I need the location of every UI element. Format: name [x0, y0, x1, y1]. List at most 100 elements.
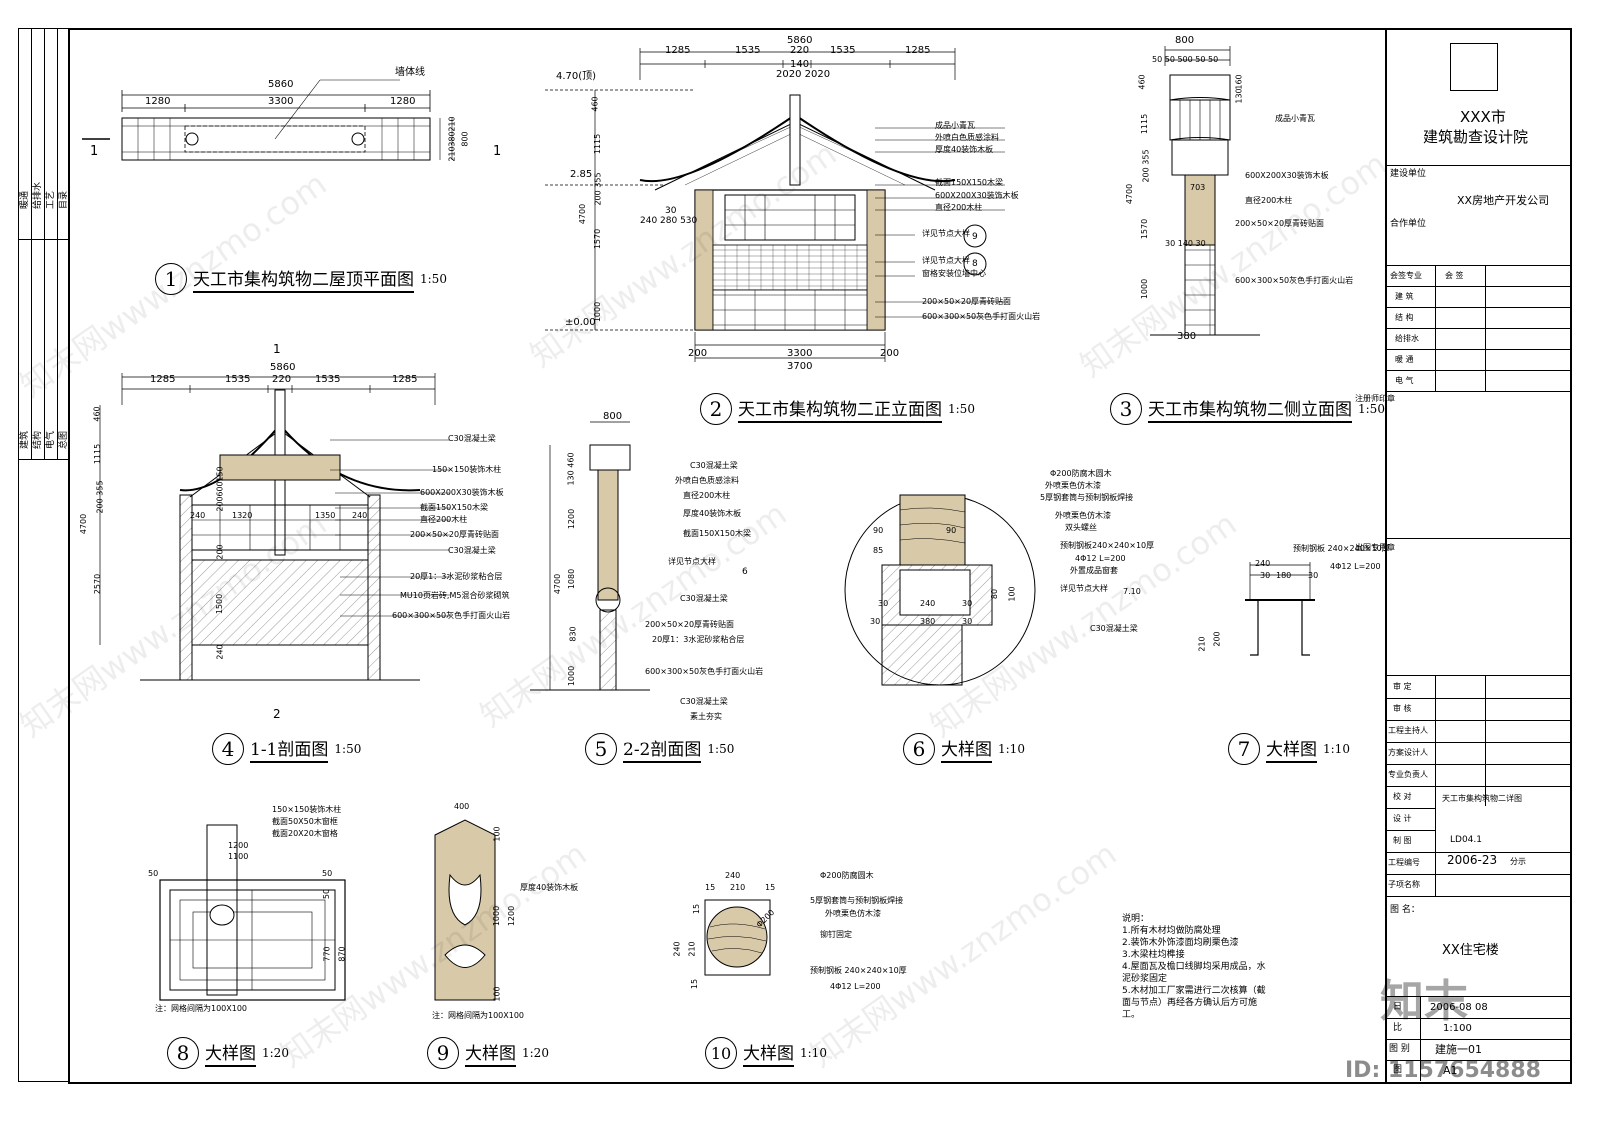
- det9-callout: 厚度40装饰木板: [520, 883, 579, 892]
- level-eave: 2.85: [570, 169, 593, 180]
- tb-line: [1385, 538, 1570, 539]
- sec11-dim: 1535: [315, 374, 341, 385]
- role-label: 制 图: [1393, 836, 1412, 845]
- section-mark: 1: [90, 144, 99, 159]
- plan-dim: 1280: [390, 96, 416, 107]
- front-callout: 外喷白色质感涂料: [935, 133, 999, 142]
- det8-callout: 截面50X50木窗框: [272, 817, 338, 826]
- strip-label: 建筑: [20, 430, 30, 449]
- front-bottom-dim: 3300: [787, 348, 813, 359]
- detail-ref: 7.10: [1123, 587, 1141, 596]
- roles-table: 审 定 审 核 工程主持人 方案设计人 专业负责人 校 对 设 计 制 图 工程…: [1385, 675, 1570, 897]
- det6-callout: 详见节点大样: [1060, 584, 1108, 593]
- det8-dim: 1100: [228, 852, 249, 861]
- view-number: 3: [1110, 393, 1142, 425]
- meta-value: A1: [1443, 1064, 1458, 1077]
- side-vdim: 460: [1137, 74, 1147, 90]
- view-title-9: 9 大样图 1:20: [427, 1037, 549, 1069]
- view-title-4: 4 1-1剖面图 1:50: [212, 733, 361, 765]
- det8-dim: 50: [322, 869, 333, 878]
- detail-7-drawing: [1245, 562, 1315, 656]
- drawing-name: XX住宅楼: [1442, 943, 1499, 958]
- sec11-vdim: 1115: [93, 443, 103, 465]
- sec11-callout: 200×50×20厚青砖贴面: [410, 530, 500, 539]
- sec11-callout: MU10页岩砖,M5混合砂浆砌筑: [400, 591, 510, 600]
- front-small-dims: 240 280 530: [640, 216, 698, 226]
- det6-dim: 85: [873, 546, 884, 555]
- front-small-dim: 30: [665, 206, 677, 216]
- note-item: 5.木材加工厂家需进行二次核算（截面与节点）再经各方确认后方可施工。: [1122, 986, 1266, 1020]
- det7-dim: 30: [1308, 571, 1319, 580]
- front-dim: 1285: [665, 45, 691, 56]
- view-title-5: 5 2-2剖面图 1:50: [585, 733, 734, 765]
- det10-dim: 210: [687, 941, 697, 957]
- det6-dim: 30: [962, 599, 973, 608]
- view-title: 大样图: [743, 1039, 794, 1067]
- strip-label: 暖通: [20, 190, 30, 209]
- sec11-dim: 1285: [392, 374, 418, 385]
- org-name-1: XXX市: [1460, 108, 1506, 126]
- watermark-id: ID: 1157654888: [1345, 1058, 1541, 1083]
- sec22-callout: 厚度40装饰木板: [683, 509, 742, 518]
- view-scale: 1:10: [998, 742, 1025, 756]
- view-title: 大样图: [465, 1039, 516, 1067]
- det9-dim: 100: [492, 986, 502, 1002]
- front-callout: 厚度40装饰木板: [935, 145, 994, 154]
- front-callout: 600X200X30装饰木板: [935, 191, 1019, 200]
- det6-dim: 30: [870, 617, 881, 626]
- role-label: 子项名称: [1388, 880, 1420, 889]
- strip-label: 工艺: [46, 190, 56, 209]
- view-title-7: 7 大样图 1:10: [1228, 733, 1350, 765]
- view-scale: 1:50: [334, 742, 362, 756]
- front-vdim: 1115: [593, 133, 603, 155]
- sec11-dim: 1285: [150, 374, 176, 385]
- det6-dim: 90: [873, 526, 884, 535]
- note-item: 3.木梁柱均榫接: [1122, 950, 1185, 960]
- sec11-inner: 1320: [232, 511, 253, 520]
- side-dim-parts: 50 50 500 50 50: [1152, 55, 1219, 64]
- det6-callout: 外置成品窗套: [1070, 566, 1118, 575]
- view-number: 10: [705, 1037, 737, 1069]
- role-label: 专业负责人: [1388, 770, 1428, 779]
- side-dim: 130: [1234, 88, 1244, 104]
- front-callout: 详见节点大样: [922, 256, 970, 265]
- front-vdim: 1570: [593, 228, 603, 250]
- view-number: 6: [903, 733, 935, 765]
- org-name-2: 建筑勘查设计院: [1423, 128, 1529, 146]
- view-scale: 1:50: [948, 402, 975, 416]
- plan-dim-total: 5860: [268, 79, 294, 90]
- front-vdim: 4700: [578, 203, 588, 225]
- det9-note: 注：网格间隔为100X100: [432, 1011, 525, 1020]
- view-title: 大样图: [205, 1039, 256, 1067]
- front-dim: 1535: [830, 45, 856, 56]
- det10-callout: Φ200防腐圆木: [820, 871, 874, 880]
- front-dim: 220: [790, 45, 810, 56]
- discipline: 结 构: [1395, 313, 1414, 322]
- coop-unit-label: 合作单位: [1390, 219, 1427, 229]
- side-vdim: 1570: [1140, 218, 1150, 240]
- sec11-callout: 600×300×50灰色手打面火山岩: [392, 611, 511, 620]
- drawing-name-label: 图 名：: [1390, 905, 1420, 915]
- plan-dim: 1280: [145, 96, 171, 107]
- front-vdim: 200 355: [593, 172, 603, 206]
- sec22-callout: 详见节点大样: [668, 557, 716, 566]
- sec11-inner: 240: [215, 644, 225, 660]
- roof-plan-drawing: [82, 79, 453, 161]
- side-callout: 成品小青瓦: [1275, 114, 1315, 123]
- front-dim-total: 5860: [787, 35, 813, 46]
- det8-callout: 截面20X20木窗格: [272, 829, 338, 838]
- det6-callout: 外喷栗色仿木漆: [1045, 481, 1101, 490]
- plan-dim: 210: [447, 116, 457, 132]
- detail-ref: 8: [972, 259, 978, 269]
- front-callout: 详见节点大样: [922, 229, 970, 238]
- view-number: 9: [427, 1037, 459, 1069]
- front-callout: 200×50×20厚青砖贴面: [922, 297, 1012, 306]
- det8-dim: 770: [322, 946, 332, 962]
- det7-dim: 180: [1276, 571, 1292, 580]
- sec11-vdim: 4700: [79, 513, 89, 535]
- side-dim: 160: [1234, 74, 1244, 90]
- tb-line: [1385, 165, 1570, 166]
- view-title: 大样图: [1266, 735, 1317, 763]
- det10-dim: 240: [672, 941, 682, 957]
- view-title: 1-1剖面图: [250, 735, 329, 763]
